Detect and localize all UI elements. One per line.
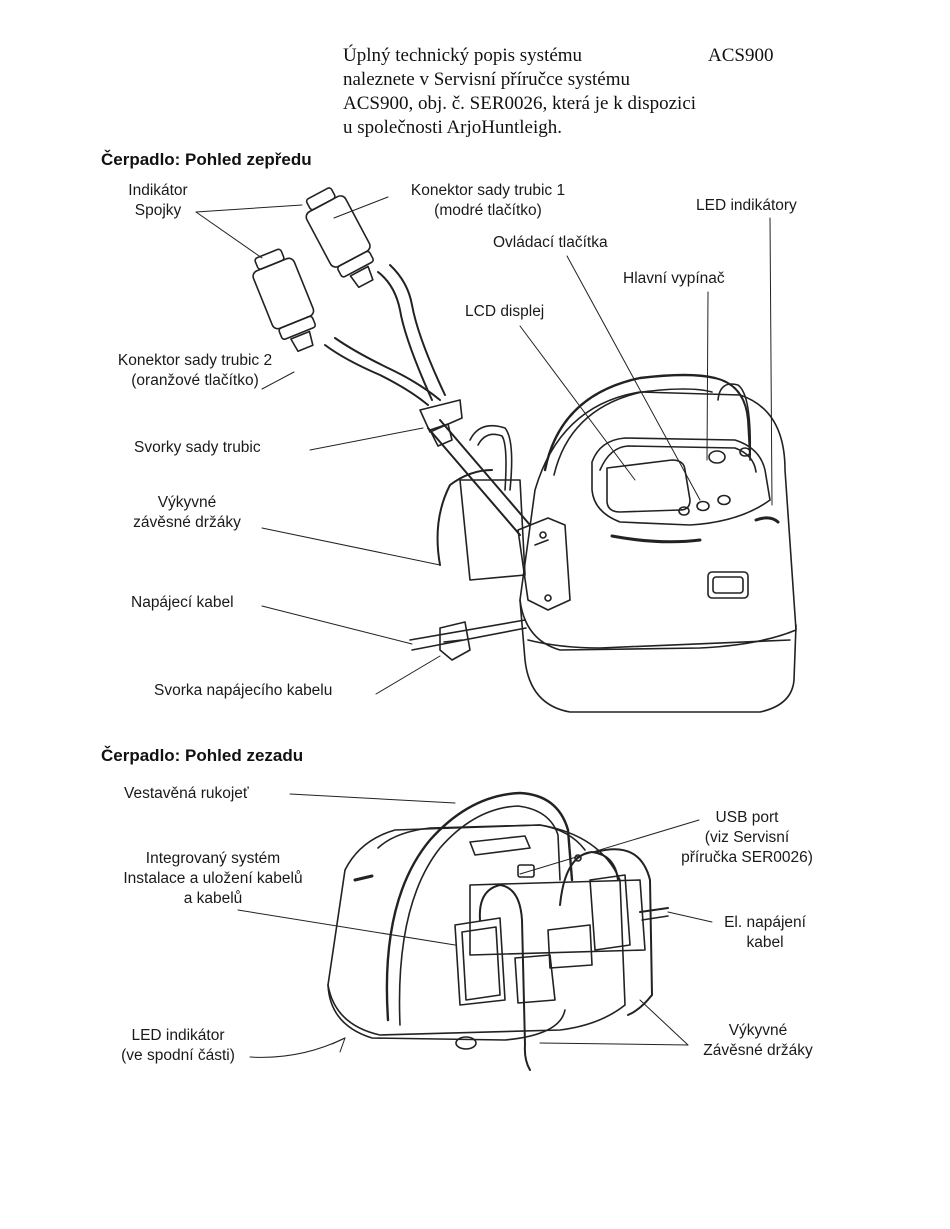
label-line: Závěsné držáky — [703, 1042, 813, 1059]
label-cable-storage-system: Integrovaný systém Instalace a uložení k… — [100, 849, 326, 909]
label-line: kabel — [746, 934, 784, 951]
front-view-heading: Čerpadlo: Pohled zepředu — [101, 150, 312, 169]
rear-view-heading: Čerpadlo: Pohled zezadu — [101, 746, 304, 765]
label-line: Konektor sady trubic 1 — [410, 182, 566, 199]
intro-line: Úplný technický popis systému — [343, 45, 583, 66]
label-line: (ve spodní části) — [121, 1047, 235, 1064]
label-line: Výkyvné — [728, 1022, 788, 1039]
label-tubing-clamps: Svorky sady trubic — [134, 439, 261, 456]
label-line: Konektor sady trubic 2 — [117, 352, 273, 369]
label-coupling-indicator: Indikátor Spojky — [108, 181, 208, 221]
label-line: Spojky — [134, 202, 182, 219]
label-line: USB port — [715, 809, 779, 826]
label-line: (viz Servisní — [704, 829, 790, 846]
rear-pump-drawing — [237, 791, 713, 1071]
label-power-cable-clamp: Svorka napájecího kabelu — [154, 682, 333, 699]
label-swivel-hangers-front: Výkyvné závěsné držáky — [118, 493, 256, 533]
label-line: příručka SER0026) — [681, 849, 813, 866]
label-line: Výkyvné — [157, 494, 217, 511]
label-usb-port: USB port (viz Servisní příručka SER0026) — [664, 808, 830, 868]
label-line: LED indikátor — [131, 1027, 225, 1044]
intro-paragraph: Úplný technický popis systému naleznete … — [343, 44, 803, 140]
label-built-in-handle: Vestavěná rukojeť — [124, 785, 249, 802]
label-line: Instalace a uložení kabelů — [123, 870, 303, 887]
label-control-buttons: Ovládací tlačítka — [493, 234, 608, 251]
label-line: (modré tlačítko) — [434, 202, 542, 219]
label-swivel-hangers-rear: Výkyvné Závěsné držáky — [684, 1021, 832, 1061]
intro-line: naleznete v Servisní příručce systému — [343, 69, 631, 90]
label-led-indicator-bottom: LED indikátor (ve spodní části) — [104, 1026, 252, 1066]
label-connector-2: Konektor sady trubic 2 (oranžové tlačítk… — [100, 351, 290, 391]
label-line: El. napájení — [724, 914, 806, 931]
label-line: závěsné držáky — [133, 514, 241, 531]
label-led-indicators: LED indikátory — [696, 197, 797, 214]
label-line: a kabelů — [183, 890, 243, 907]
label-power-supply-cable: El. napájení kabel — [700, 913, 830, 953]
label-connector-1: Konektor sady trubic 1 (modré tlačítko) — [396, 181, 580, 221]
label-line: Indikátor — [128, 182, 188, 199]
label-lcd-display: LCD displej — [465, 303, 545, 320]
product-name: ACS900 — [708, 45, 774, 66]
label-main-switch: Hlavní vypínač — [623, 270, 725, 287]
label-line: Integrovaný systém — [145, 850, 281, 867]
label-power-cable: Napájecí kabel — [131, 594, 234, 611]
intro-line: ACS900, obj. č. SER0026, která je k disp… — [343, 93, 697, 114]
front-pump-drawing — [195, 187, 797, 713]
label-line: (oranžové tlačítko) — [131, 372, 259, 389]
intro-line: u společnosti ArjoHuntleigh. — [343, 117, 563, 138]
